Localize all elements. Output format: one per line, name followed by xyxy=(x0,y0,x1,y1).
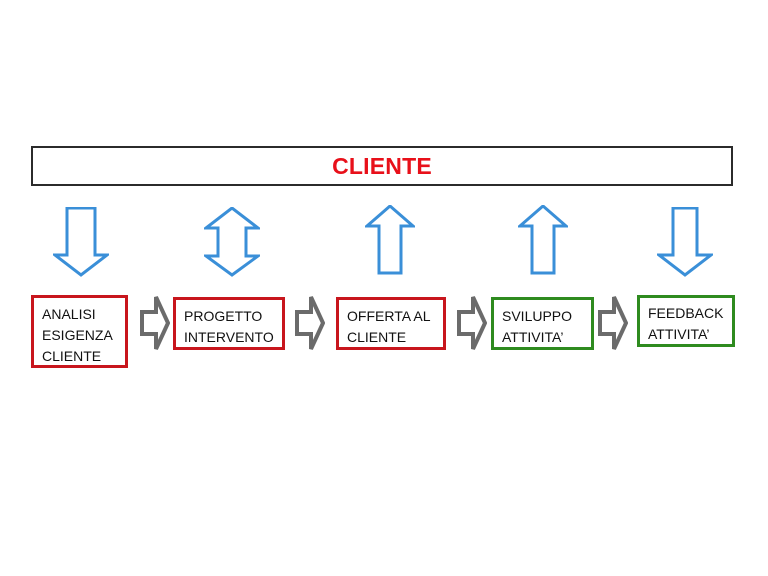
flow-arrow-icon xyxy=(457,296,487,350)
step-offerta-al-cliente: OFFERTA AL CLIENTE xyxy=(336,297,446,350)
step-label-line: OFFERTA AL xyxy=(347,308,431,324)
client-title: CLIENTE xyxy=(332,152,432,179)
step-label-line: ATTIVITA’ xyxy=(648,326,710,342)
down-arrow-icon xyxy=(657,207,713,277)
step-label-line: INTERVENTO xyxy=(184,329,274,345)
step-label-line: FEEDBACK xyxy=(648,305,724,321)
flow-arrow-icon xyxy=(140,296,170,350)
step-label-line: SVILUPPO xyxy=(502,308,573,324)
step-analisi-esigenza-cliente: ANALISI ESIGENZA CLIENTE xyxy=(31,295,128,368)
step-label-line: CLIENTE xyxy=(42,348,102,364)
step-label-line: PROGETTO xyxy=(184,308,263,324)
step-progetto-intervento: PROGETTO INTERVENTO xyxy=(173,297,285,350)
step-label-line: CLIENTE xyxy=(347,329,407,345)
flow-arrow-icon xyxy=(598,296,628,350)
step-sviluppo-attivita: SVILUPPO ATTIVITA’ xyxy=(491,297,594,350)
down-arrow-icon xyxy=(53,207,109,277)
step-feedback-attivita: FEEDBACK ATTIVITA’ xyxy=(637,295,735,347)
flow-arrow-icon xyxy=(295,296,325,350)
up-arrow-icon xyxy=(518,205,568,275)
up-arrow-icon xyxy=(365,205,415,275)
step-label-line: ANALISI xyxy=(42,306,96,322)
double-arrow-icon xyxy=(204,207,260,277)
step-label-line: ESIGENZA xyxy=(42,327,113,343)
step-label-line: ATTIVITA’ xyxy=(502,329,564,345)
client-bar: CLIENTE xyxy=(31,146,733,186)
